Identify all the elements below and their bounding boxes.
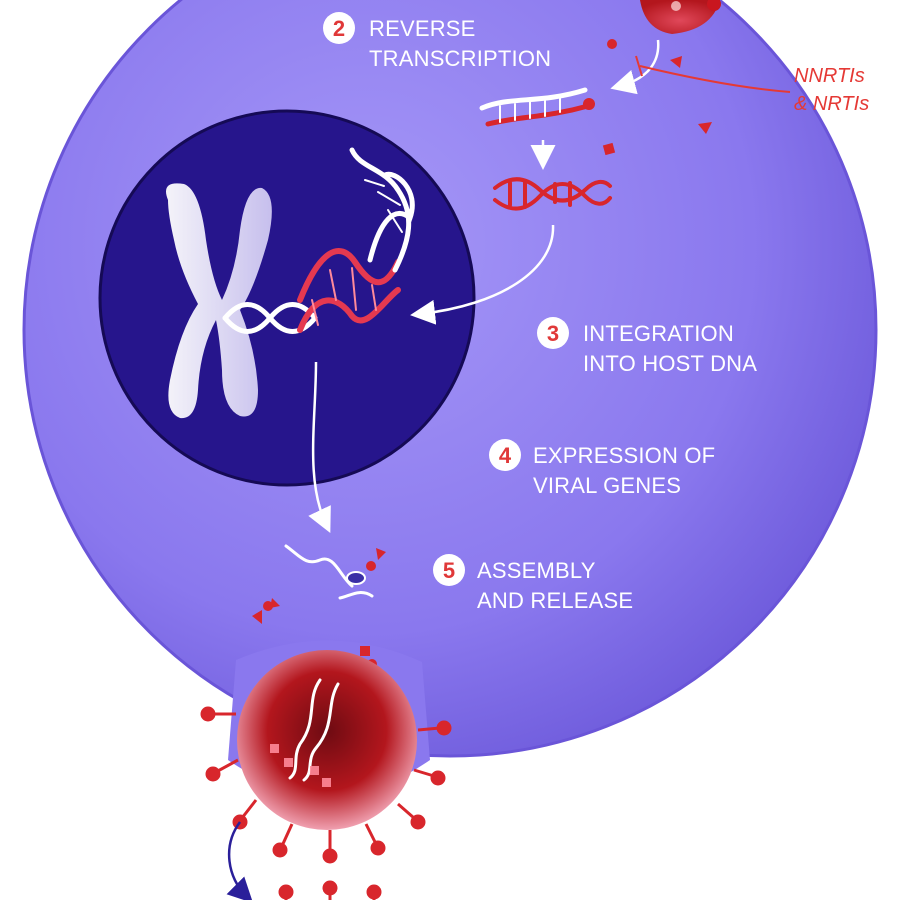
viral-dna-icon xyxy=(493,177,612,211)
step-title-line2: VIRAL GENES xyxy=(533,473,681,498)
release-arrow xyxy=(226,821,254,904)
step-5-label: 5 ASSEMBLY AND RELEASE xyxy=(433,554,633,613)
step-badge xyxy=(433,554,465,586)
step-number: 3 xyxy=(547,321,559,346)
step-title-line2: TRANSCRIPTION xyxy=(369,46,551,71)
step-title-line2: AND RELEASE xyxy=(477,588,633,613)
entering-virion xyxy=(640,0,721,34)
dna-helix-icon xyxy=(222,147,415,334)
step-4-label: 4 EXPRESSION OF VIRAL GENES xyxy=(489,439,715,498)
nucleus xyxy=(98,109,476,487)
step-badge xyxy=(537,317,569,349)
step-number: 2 xyxy=(333,16,345,41)
rna-strand-icon xyxy=(284,544,374,600)
step-badge xyxy=(489,439,521,471)
drug-label: NNRTIs & NRTIs xyxy=(794,65,869,115)
step-number: 4 xyxy=(499,443,512,468)
step-number: 5 xyxy=(443,558,455,583)
step-title-line1: REVERSE xyxy=(369,16,476,41)
virion-icon xyxy=(200,650,452,864)
rna-dna-hybrid-icon xyxy=(479,87,595,127)
inhibitor-line xyxy=(635,55,791,93)
step-title-line1: EXPRESSION OF xyxy=(533,443,715,468)
step-2-label: 2 REVERSE TRANSCRIPTION xyxy=(323,12,551,71)
step-3-label: 3 INTEGRATION INTO HOST DNA xyxy=(537,317,757,376)
step-title-line2: INTO HOST DNA xyxy=(583,351,757,376)
step-title-line1: INTEGRATION xyxy=(583,321,734,346)
chromosome-icon xyxy=(166,183,272,419)
process-arrows xyxy=(308,39,660,534)
step-title-line1: ASSEMBLY xyxy=(477,558,596,583)
step-badge xyxy=(323,12,355,44)
drug-label-line2: & NRTIs xyxy=(794,93,869,115)
released-virion xyxy=(278,880,382,900)
drug-label-line1: NNRTIs xyxy=(794,65,865,87)
